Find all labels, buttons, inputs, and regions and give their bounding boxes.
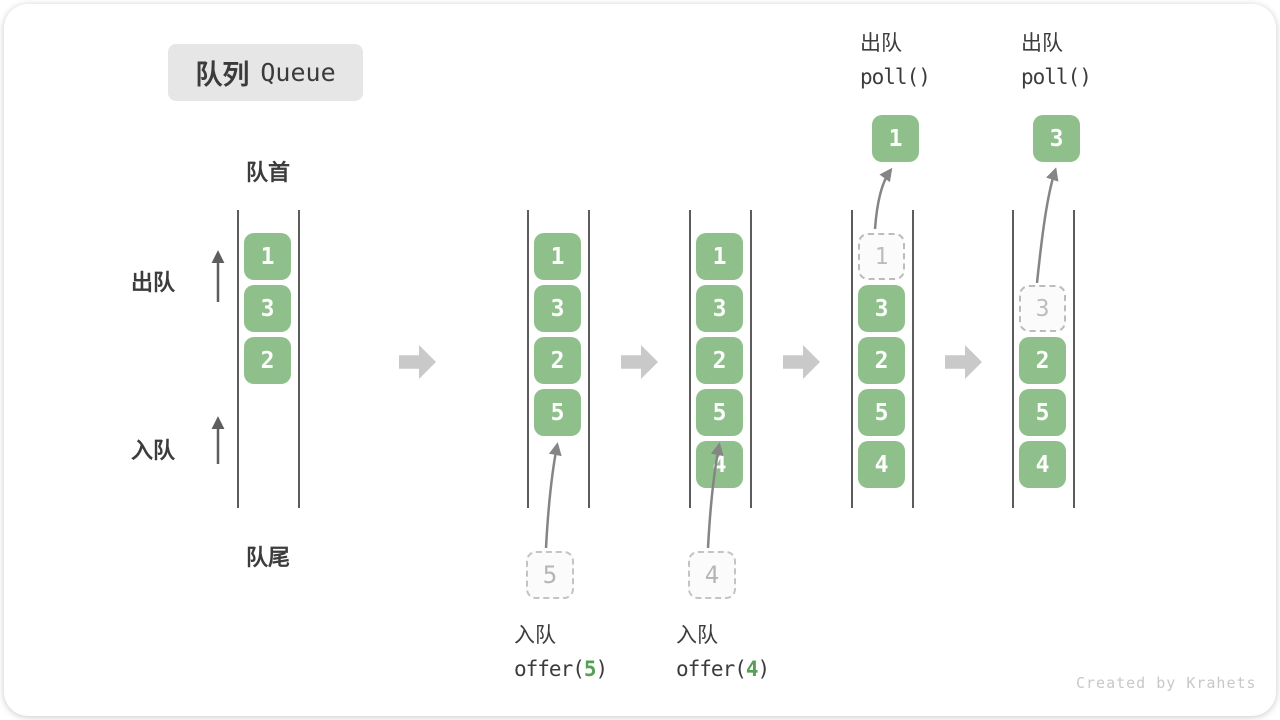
queue-slot: 2 [534, 337, 581, 384]
queue-wall-left [851, 210, 853, 508]
queue-wall-left [689, 210, 691, 508]
queue-slot: 5 [534, 389, 581, 436]
incoming-value-box: 5 [526, 551, 574, 599]
outgoing-value-box: 1 [872, 115, 919, 162]
queue-wall-right [298, 210, 300, 508]
queue-wall-right [1073, 210, 1075, 508]
queue-wall-left [527, 210, 529, 508]
queue-slot: 5 [858, 389, 905, 436]
queue-wall-right [588, 210, 590, 508]
queue-slot: 5 [696, 389, 743, 436]
queue-after-poll-3: 出队 poll() 3 3 2 5 4 [963, 0, 1123, 720]
title-en: Queue [260, 58, 336, 87]
dequeue-side-label: 出队 [130, 271, 175, 296]
queue-wall-left [237, 210, 239, 508]
queue-slot: 1 [244, 233, 291, 280]
queue-after-poll-1: 出队 poll() 1 1 3 2 5 4 [802, 0, 962, 720]
queue-slots: 1 3 2 5 [478, 0, 638, 720]
op-function-text: offer(4) [676, 657, 770, 681]
queue-slots: 1 3 2 5 4 [640, 0, 800, 720]
enqueue-side-label: 入队 [130, 439, 175, 464]
queue-slot-ghost: 1 [858, 233, 905, 280]
enqueue-op-label: 入队 offer(4) [676, 618, 770, 686]
queue-slots: 3 2 5 4 [963, 0, 1123, 720]
queue-slot: 2 [1019, 337, 1066, 384]
queue-slot: 4 [858, 441, 905, 488]
op-function-text: poll() [1021, 65, 1092, 89]
queue-after-offer-4: 1 3 2 5 4 4 入队 offer(4) [640, 0, 800, 720]
queue-rear-label: 队尾 [245, 546, 290, 571]
dequeue-op-label: 出队 poll() [1021, 26, 1092, 94]
queue-slot: 5 [1019, 389, 1066, 436]
queue-slot: 2 [244, 337, 291, 384]
queue-slot: 3 [696, 285, 743, 332]
incoming-value-box: 4 [688, 551, 736, 599]
outgoing-value-box: 3 [1033, 115, 1080, 162]
title-zh: 队列 [195, 60, 250, 91]
op-function-text: poll() [860, 65, 931, 89]
queue-slot: 2 [696, 337, 743, 384]
watermark: Created by Krahets [1076, 674, 1257, 692]
queue-slot: 3 [534, 285, 581, 332]
enqueue-op-label: 入队 offer(5) [514, 618, 608, 686]
op-function-text: offer(5) [514, 657, 608, 681]
queue-slot: 4 [1019, 441, 1066, 488]
queue-slots: 1 3 2 [188, 0, 348, 720]
queue-initial: 队首 1 3 2 队尾 [188, 0, 348, 720]
queue-slot: 3 [858, 285, 905, 332]
op-action-text: 入队 [514, 623, 556, 647]
op-action-text: 出队 [860, 31, 902, 55]
queue-slots: 1 3 2 5 4 [802, 0, 962, 720]
queue-wall-left [1012, 210, 1014, 508]
title-badge: 队列 Queue [168, 44, 363, 101]
queue-wall-right [750, 210, 752, 508]
queue-after-offer-5: 1 3 2 5 5 入队 offer(5) [478, 0, 638, 720]
queue-slot: 2 [858, 337, 905, 384]
queue-slot: 3 [244, 285, 291, 332]
dequeue-op-label: 出队 poll() [860, 26, 931, 94]
queue-slot: 1 [696, 233, 743, 280]
queue-slot: 4 [696, 441, 743, 488]
queue-front-label: 队首 [245, 161, 290, 186]
op-action-text: 出队 [1021, 31, 1063, 55]
queue-slot: 1 [534, 233, 581, 280]
op-action-text: 入队 [676, 623, 718, 647]
queue-slot-ghost: 3 [1019, 285, 1066, 332]
queue-wall-right [912, 210, 914, 508]
